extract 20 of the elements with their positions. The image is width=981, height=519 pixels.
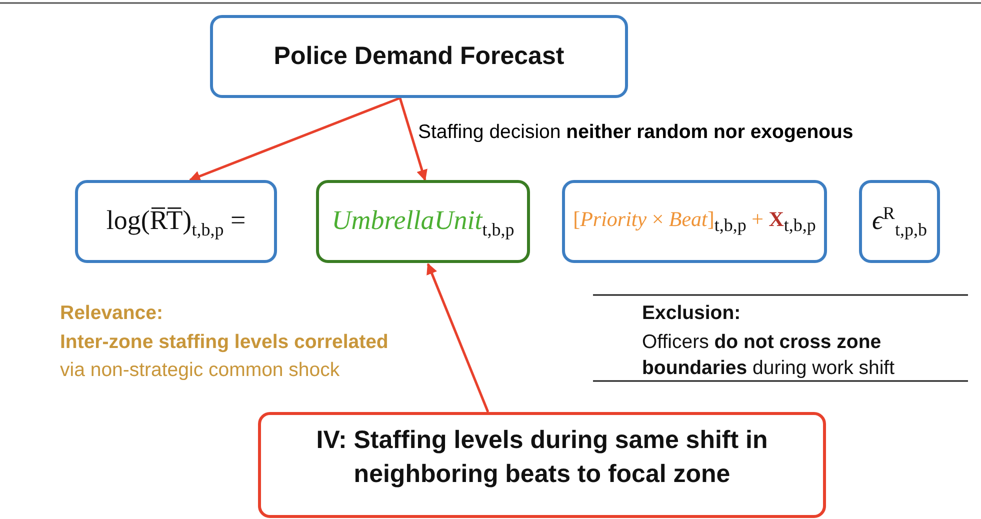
edge-label: Staffing decision neither random nor exogenous (418, 121, 854, 144)
formula: log(R̅T̅)$_{t,b,p}$ = (106, 204, 246, 242)
note: via non-strategic common shock (60, 358, 340, 383)
node-text: Police Demand Forecast (274, 40, 564, 72)
equation-box (316, 180, 530, 263)
node-text: IV: Staffing levels during same shift in neighboring beats to focal zone (315, 425, 769, 490)
formula: [Priority × Beat]$_{t,b,p}$ + X$_{t,b,p}$ (573, 206, 816, 238)
equation-box (562, 180, 827, 263)
formula: UmbrellaUnit$_{t,b,p}$ (332, 204, 514, 242)
note: Officers do not cross zone boundaries during work shift (642, 330, 896, 381)
note: Inter-zone staffing levels correlated (60, 330, 388, 355)
title-box (210, 15, 628, 98)
equation-box (75, 180, 277, 263)
heading: Relevance: (60, 301, 163, 326)
instrument-box (258, 412, 826, 518)
arrow (188, 96, 400, 182)
arrow (398, 98, 428, 182)
heading: Exclusion: (642, 301, 741, 326)
arrow (426, 262, 490, 412)
equation-box (859, 180, 940, 263)
